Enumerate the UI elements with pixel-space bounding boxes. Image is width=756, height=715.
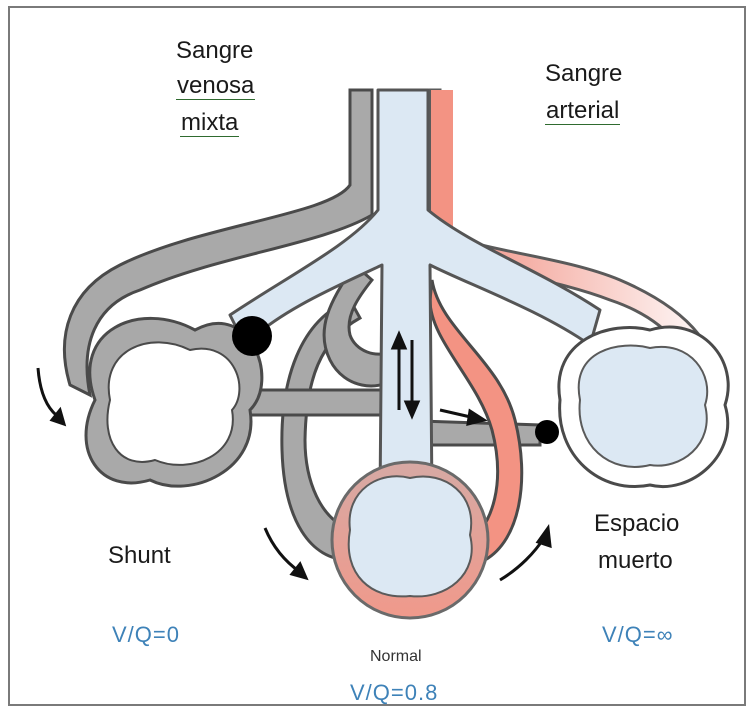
shunt-alveolus: [86, 316, 272, 486]
arterial-label-line2: arterial: [545, 97, 620, 125]
normal-label: Normal: [370, 648, 422, 666]
obstruction-right: [535, 420, 559, 444]
dead-space-ratio: V/Q=∞: [602, 622, 673, 648]
venous-label-line1: Sangre: [176, 35, 253, 67]
obstruction-left: [232, 316, 272, 356]
dead-space-alveolus: [535, 327, 728, 486]
normal-alveolus: [332, 462, 488, 618]
venous-label-line2: venosa: [176, 72, 255, 100]
dead-space-label-line1: Espacio: [594, 508, 679, 540]
arterial-label-line1: Sangre: [545, 58, 622, 90]
dead-space-label-line2: muerto: [598, 545, 673, 577]
venous-label-line3: mixta: [180, 109, 239, 137]
normal-ratio: V/Q=0.8: [350, 680, 438, 706]
shunt-ratio: V/Q=0: [112, 622, 180, 648]
shunt-label: Shunt: [108, 540, 171, 572]
